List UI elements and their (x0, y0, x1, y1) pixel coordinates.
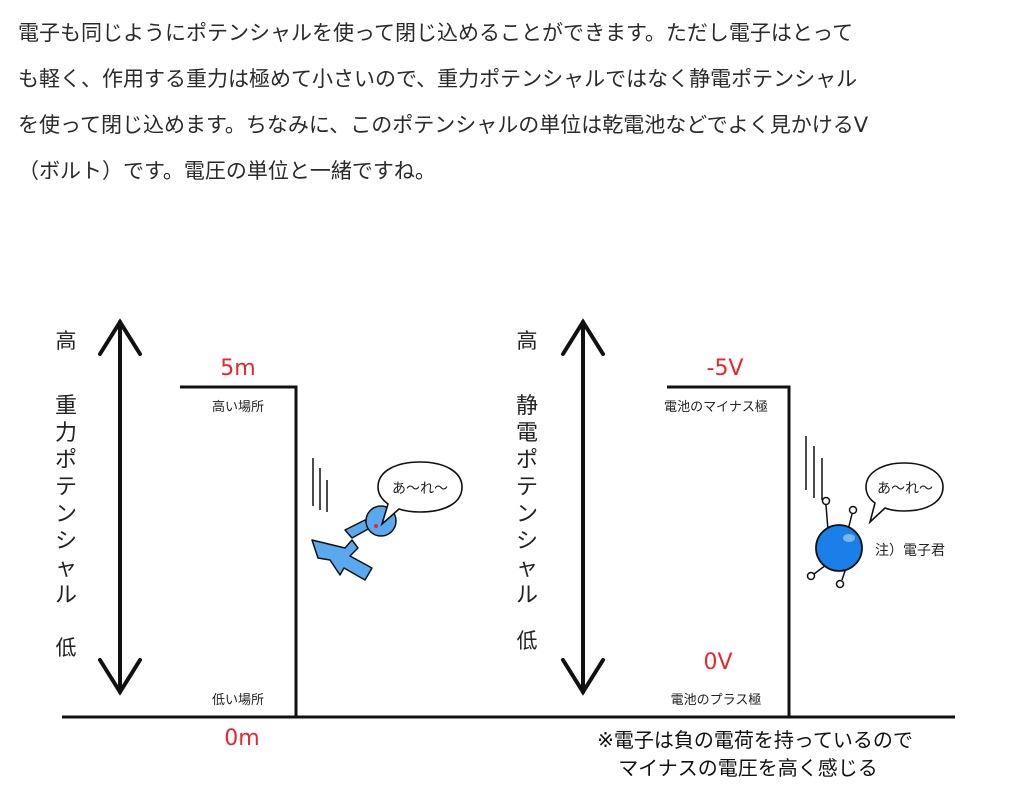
double-arrow-right (561, 318, 605, 696)
speech-bubble-left: あ〜れ〜 (377, 461, 463, 527)
bottom-place-label: 低い場所 (212, 693, 264, 708)
top-place-label: 電池のマイナス極 (664, 399, 768, 415)
speech-text: あ〜れ〜 (877, 481, 933, 497)
paragraph-line: を使って閉じ込めます。ちなみに、このポテンシャルの単位は乾電池などでよく見かける… (18, 113, 869, 137)
paragraph-line: も軽く、作用する重力は極めて小さいので、重力ポテンシャルではなく静電ポテンシャル (18, 67, 858, 91)
speech-text: あ〜れ〜 (392, 481, 448, 497)
axis-label-char: ン (516, 502, 538, 527)
gravity-potential-axis-label: 重 力 ポ テ ン シ ャ ル (55, 394, 77, 608)
axis-label-char: シ (516, 529, 538, 554)
axis-label-char: シ (55, 529, 77, 554)
electron-character (806, 496, 863, 589)
axis-label-char: 静 (516, 394, 538, 419)
electrostatic-potential-axis-label: 静 電 ポ テ ン シ ャ ル (516, 394, 538, 608)
motion-lines-right (805, 436, 823, 500)
axis-label-char: ャ (516, 556, 538, 581)
axis-label-char: ポ (55, 448, 77, 473)
top-value-5m: 5m (220, 356, 255, 381)
axis-label-char: ポ (516, 448, 538, 473)
step-left (180, 385, 298, 717)
axis-high-label: 高 (56, 329, 77, 353)
axis-label-char: 力 (55, 421, 77, 446)
top-value-minus5v: -5V (707, 356, 744, 381)
axis-label-char: ン (55, 502, 77, 527)
axis-label-char: ル (55, 583, 77, 608)
paragraph-line: 電子も同じようにポテンシャルを使って閉じ込めることができます。ただし電子はとって (18, 21, 854, 45)
axis-label-char: ャ (55, 556, 77, 581)
motion-lines-left (312, 458, 328, 512)
bottom-value-0m: 0m (224, 726, 259, 751)
paragraph-line: （ボルト）です。電圧の単位と一緒ですね。 (18, 159, 436, 183)
axis-label-char: テ (55, 475, 77, 500)
axis-low-label: 低 (56, 636, 77, 660)
speech-bubble-right: あ〜れ〜 (865, 462, 944, 525)
bottom-value-0v: 0V (703, 650, 732, 675)
footnote-line-2: マイナスの電圧を高く感じる (618, 756, 878, 780)
top-place-label: 高い場所 (212, 399, 264, 415)
electron-note: 注）電子君 (875, 543, 945, 559)
bottom-place-label: 電池のプラス極 (671, 692, 762, 708)
axis-label-char: テ (516, 475, 538, 500)
axis-high-label: 高 (517, 329, 538, 353)
footnote-line-1: ※電子は負の電荷を持っているので (597, 728, 913, 752)
axis-label-char: 電 (516, 421, 538, 446)
axis-label-char: ル (516, 583, 538, 608)
double-arrow-left (98, 318, 142, 696)
axis-low-label: 低 (517, 629, 538, 653)
axis-label-char: 重 (55, 394, 77, 419)
paragraph: 電子も同じようにポテンシャルを使って閉じ込めることができます。ただし電子はとって… (18, 10, 1008, 194)
step-right (667, 385, 791, 717)
